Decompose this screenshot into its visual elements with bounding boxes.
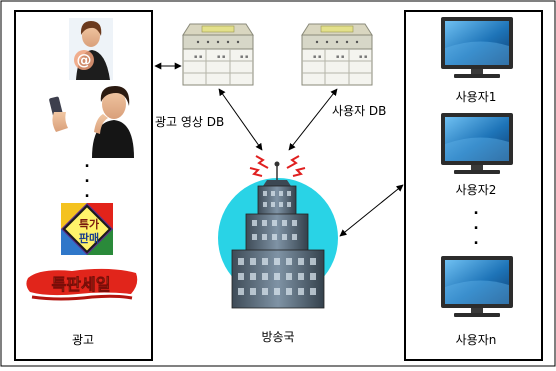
special-price-badge: 특가 판매: [61, 203, 113, 255]
users-panel: 사용자1 사용자2 . . . 사용자n: [404, 10, 543, 361]
ad-db-to-broadcaster-arrow: [218, 88, 263, 151]
ad-video-db-label: 광고 영상 DB: [155, 115, 224, 129]
badge-line-2: 판매: [79, 231, 99, 245]
ads-panel: @ . . . 특가 판매: [14, 10, 153, 361]
badge-line-1: 특가: [79, 217, 99, 231]
svg-text:.: .: [473, 202, 478, 218]
user-n-monitor-icon: [441, 256, 513, 317]
user-2-label: 사용자2: [456, 183, 497, 197]
woman-phone-image: [49, 86, 134, 158]
user-db: ▪ ▪ ▪ ▪ ▪ ▪ 사용자 DB: [301, 23, 386, 118]
woman-email-image: @: [69, 18, 113, 80]
svg-text:.: .: [473, 217, 478, 233]
svg-text:▪ ▪: ▪ ▪: [194, 54, 202, 60]
user-2-monitor-icon: [441, 113, 513, 174]
broadcaster-label: 방송국: [261, 330, 294, 344]
svg-text:.: .: [84, 155, 89, 171]
svg-text:.: .: [473, 232, 478, 248]
sale-banner: 특판세일: [26, 268, 138, 301]
broadcaster: 방송국: [218, 155, 338, 344]
svg-text:@: @: [77, 51, 92, 69]
ads-label: 광고: [72, 333, 94, 347]
broadcast-building-icon: [231, 161, 325, 309]
user-db-icon: ▪ ▪ ▪ ▪ ▪ ▪: [301, 23, 373, 86]
svg-text:.: .: [84, 170, 89, 186]
user-1-label: 사용자1: [456, 90, 497, 104]
user-db-to-broadcaster-arrow: [288, 88, 338, 151]
users-vertical-ellipsis: . . .: [473, 202, 478, 248]
sale-banner-text: 특판세일: [52, 275, 111, 294]
svg-text:▪ ▪: ▪ ▪: [359, 54, 367, 60]
ads-vertical-ellipsis: . . .: [84, 155, 89, 201]
svg-text:▪ ▪: ▪ ▪: [336, 54, 344, 60]
svg-text:▪ ▪: ▪ ▪: [240, 54, 248, 60]
svg-text:.: .: [84, 185, 89, 201]
user-1-monitor-icon: [441, 17, 513, 78]
user-n-label: 사용자n: [456, 333, 497, 347]
user-db-label: 사용자 DB: [332, 104, 386, 118]
connectors: [154, 62, 404, 237]
svg-text:▪ ▪: ▪ ▪: [217, 54, 225, 60]
ad-video-db-icon: ▪ ▪ ▪ ▪ ▪ ▪: [182, 23, 254, 86]
svg-text:▪ ▪: ▪ ▪: [313, 54, 321, 60]
signal-icon: [249, 155, 306, 177]
ad-video-db: ▪ ▪ ▪ ▪ ▪ ▪ 광고 영상 DB: [155, 23, 254, 129]
broadcaster-to-users-arrow: [339, 184, 404, 237]
